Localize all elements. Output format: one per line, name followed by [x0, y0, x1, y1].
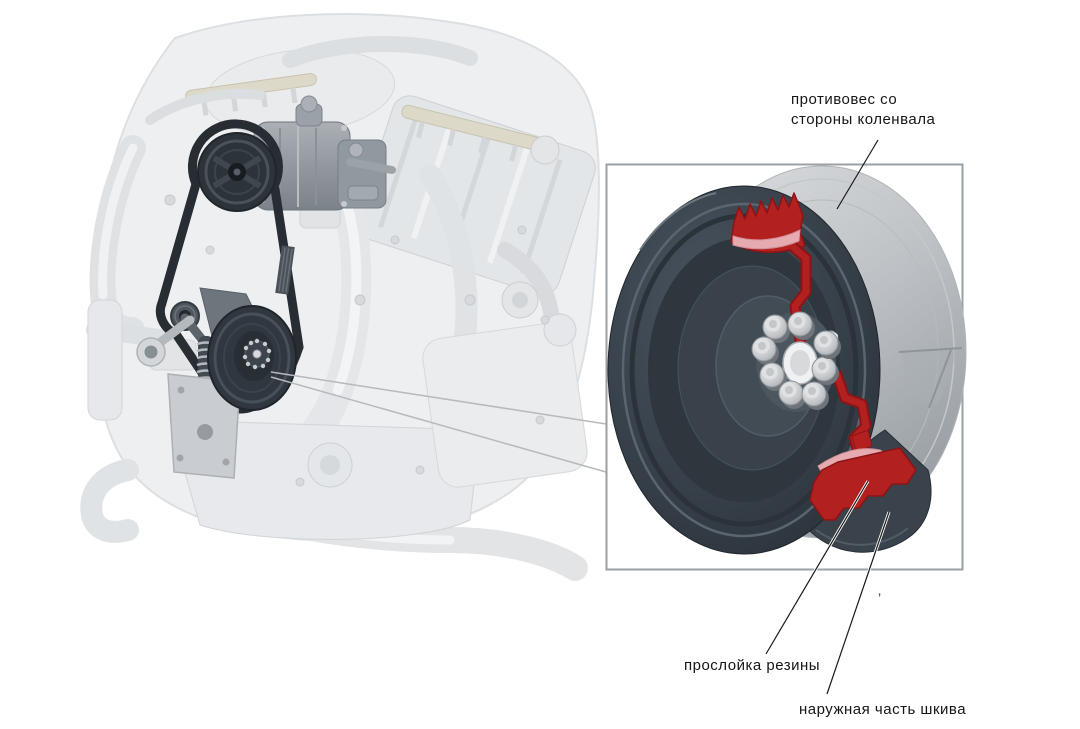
callout-wedge [270, 371, 607, 473]
leader-lines [764, 139, 891, 695]
bolt-circle [751, 311, 841, 410]
pulley-cutaway [607, 165, 967, 555]
label-rubber-layer: прослойка резины [684, 657, 821, 674]
rubber-layer-top [732, 229, 801, 250]
belt-drive [136, 95, 396, 479]
label-outer-pulley: наружная часть шкива [799, 701, 967, 718]
label-counterweight-line1: противовес со [791, 91, 898, 108]
stray-mark: ’ [878, 590, 882, 606]
label-counterweight-line2: стороны коленвала [791, 111, 936, 128]
label-counterweight: противовес со стороны коленвала [791, 90, 935, 130]
